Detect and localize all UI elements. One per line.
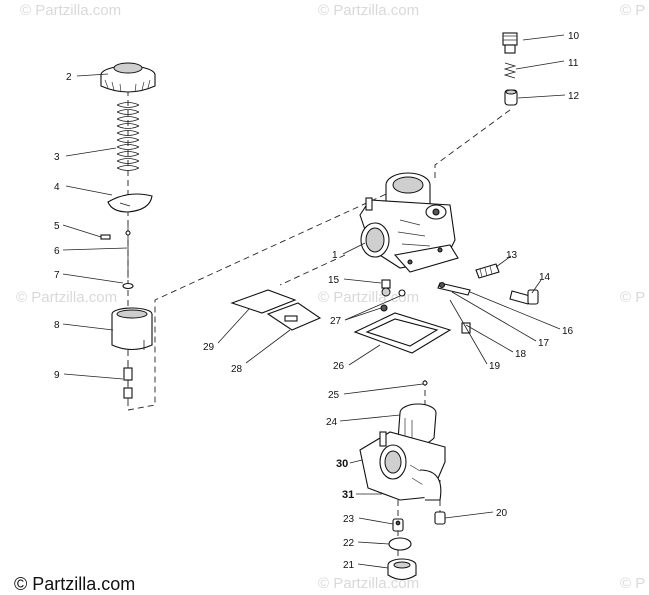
callout-3: 3 (54, 152, 60, 163)
callout-31: 31 (342, 489, 354, 501)
callout-10: 10 (568, 31, 580, 42)
part-23-drain-screw (392, 518, 404, 532)
callout-27: 27 (330, 316, 342, 327)
watermark-top-right: © P (620, 2, 645, 19)
callout-20: 20 (496, 508, 508, 519)
top-right-axis-line (434, 109, 511, 180)
part-4-retainer (107, 193, 153, 213)
part-21-plug (387, 558, 417, 581)
footer-copyright: © Partzilla.com (14, 574, 135, 594)
part-5-6-needle (100, 226, 131, 278)
part-14-idle-screw (509, 289, 539, 305)
assembly-lines (127, 90, 511, 560)
part-10-fitting (502, 32, 518, 54)
callout-14: 14 (539, 272, 551, 283)
callout-26: 26 (333, 361, 345, 372)
leader-lines (62, 34, 566, 569)
callout-29: 29 (203, 342, 215, 353)
watermark-bottom-right: © P (620, 575, 645, 592)
part-8-slide (111, 307, 153, 351)
watermark-mid-center: © Partzilla.com (318, 289, 419, 306)
callout-12: 12 (568, 91, 580, 102)
part-11-spring (503, 62, 517, 79)
left-to-body-line (127, 189, 396, 411)
part-26-bowl-gasket (353, 312, 452, 354)
callout-21: 21 (343, 560, 355, 571)
callout-8: 8 (54, 320, 60, 331)
part-22-o-ring (388, 537, 412, 551)
callout-16: 16 (562, 326, 574, 337)
part-15-screw (381, 279, 391, 297)
watermark-top-left: © Partzilla.com (20, 2, 121, 19)
callout-25: 25 (328, 390, 340, 401)
callout-1: 1 (332, 250, 338, 261)
callout-6: 6 (54, 246, 60, 257)
watermark-top-center: © Partzilla.com (318, 2, 419, 19)
part-7-washer (122, 282, 134, 290)
gasket-link-line (279, 254, 346, 286)
callout-15: 15 (328, 275, 340, 286)
part-20-screw (434, 511, 446, 525)
callout-4: 4 (54, 182, 60, 193)
watermark-bottom-center: © Partzilla.com (318, 575, 419, 592)
callout-7: 7 (54, 270, 60, 281)
callout-13: 13 (506, 250, 518, 261)
part-12-plunger (504, 89, 518, 106)
watermark-mid-left: © Partzilla.com (16, 289, 117, 306)
part-13-pilot-screw (475, 263, 500, 279)
watermark-mid-right: © P (620, 289, 645, 306)
callout-23: 23 (343, 514, 355, 525)
callout-22: 22 (343, 538, 355, 549)
callout-28: 28 (231, 364, 243, 375)
part-9-jet (123, 360, 133, 400)
callout-24: 24 (326, 417, 338, 428)
callout-9: 9 (54, 370, 60, 381)
part-3-spring (116, 102, 140, 171)
part-1-carb-body (359, 172, 459, 273)
part-28-gasket (266, 302, 322, 331)
callout-17: 17 (538, 338, 550, 349)
callout-19: 19 (489, 361, 501, 372)
callout-5: 5 (54, 221, 60, 232)
callout-labels: 1 2 3 4 5 6 7 8 9 10 11 12 13 14 15 16 1… (54, 31, 580, 571)
callout-30: 30 (336, 458, 348, 470)
part-16-17-screw (437, 281, 471, 296)
callout-2: 2 (66, 72, 72, 83)
callout-18: 18 (515, 349, 527, 360)
watermark-layer: © Partzilla.com © Partzilla.com © P © Pa… (16, 2, 645, 592)
part-29-gasket (230, 289, 297, 314)
callout-11: 11 (568, 58, 579, 69)
part-25-ball (422, 380, 428, 386)
part-30-float-bowl (359, 431, 446, 501)
part-2-cap (100, 62, 156, 93)
